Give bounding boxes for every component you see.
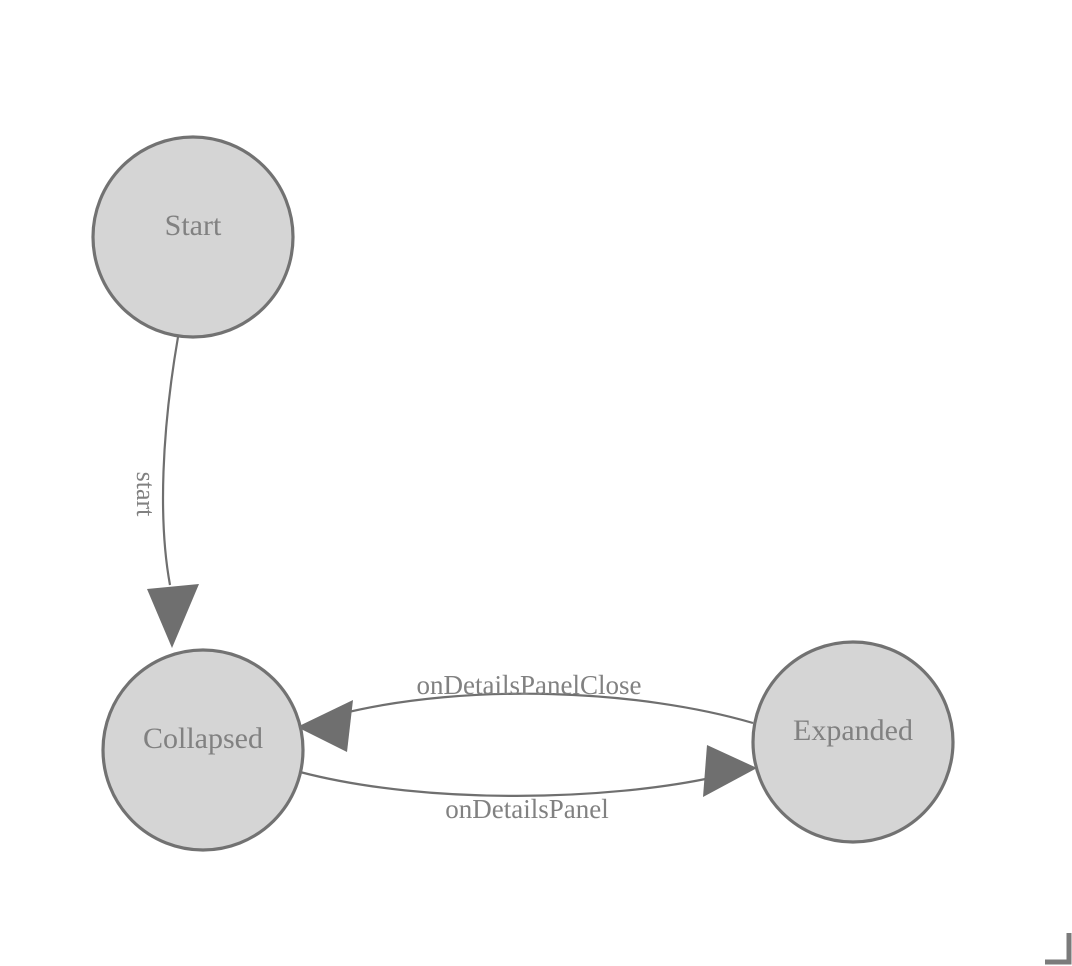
node-collapsed[interactable]: Collapsed <box>101 648 305 852</box>
node-expanded-label: Expanded <box>793 714 913 747</box>
edge-label-start: start <box>131 472 160 518</box>
node-collapsed-circle <box>101 648 305 852</box>
edge-expanded-to-collapsed[interactable] <box>297 692 754 752</box>
node-expanded-circle <box>751 640 955 844</box>
corner-frame-mark <box>1045 933 1072 965</box>
edge-path-collapsed-to-expanded <box>299 770 716 797</box>
arrowhead-into-collapsed-top <box>147 584 199 648</box>
edge-path-expanded-to-collapsed <box>339 692 754 725</box>
edge-collapsed-to-expanded[interactable] <box>299 745 757 797</box>
node-start[interactable]: Start <box>91 135 295 339</box>
edge-path-start-to-collapsed <box>161 336 180 586</box>
node-expanded[interactable]: Expanded <box>751 640 955 844</box>
node-start-label: Start <box>165 209 222 242</box>
edge-label-on-details-panel-close: onDetailsPanelClose <box>417 670 642 700</box>
arrowhead-into-collapsed-right <box>297 700 353 752</box>
node-start-circle <box>91 135 295 339</box>
node-collapsed-label: Collapsed <box>143 722 263 755</box>
arrowhead-into-expanded-left <box>703 745 757 797</box>
edge-start-to-collapsed[interactable] <box>147 336 199 648</box>
edge-label-on-details-panel: onDetailsPanel <box>445 794 608 824</box>
